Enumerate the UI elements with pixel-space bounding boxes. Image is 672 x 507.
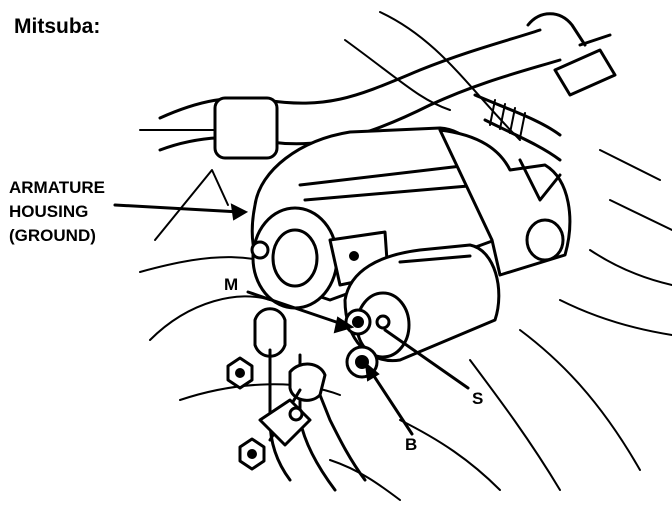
ground-cable-end	[253, 307, 287, 358]
armature-housing-label: ARMATURE HOUSING (GROUND)	[9, 176, 105, 248]
m-leader	[246, 290, 347, 327]
terminal-m-label: M	[224, 275, 239, 294]
cables	[253, 307, 367, 492]
armature-label-line2: HOUSING	[9, 202, 89, 221]
b-leader	[368, 368, 414, 436]
nuts	[226, 356, 266, 471]
terminal-b-label: B	[405, 435, 418, 454]
armature-leader	[113, 203, 242, 214]
housing-end-cap	[251, 206, 339, 310]
terminal-s	[375, 314, 391, 330]
s-leader	[383, 328, 470, 390]
solenoid	[343, 243, 501, 379]
armature-label-line1: ARMATURE	[9, 178, 106, 197]
leader-lines	[113, 169, 470, 436]
engine-bay-contours	[139, 11, 672, 501]
armature-label-line3: (GROUND)	[9, 226, 96, 245]
diagram-title: Mitsuba:	[14, 15, 101, 38]
terminal-s-label: S	[472, 389, 484, 408]
hose-clamp	[213, 96, 279, 160]
